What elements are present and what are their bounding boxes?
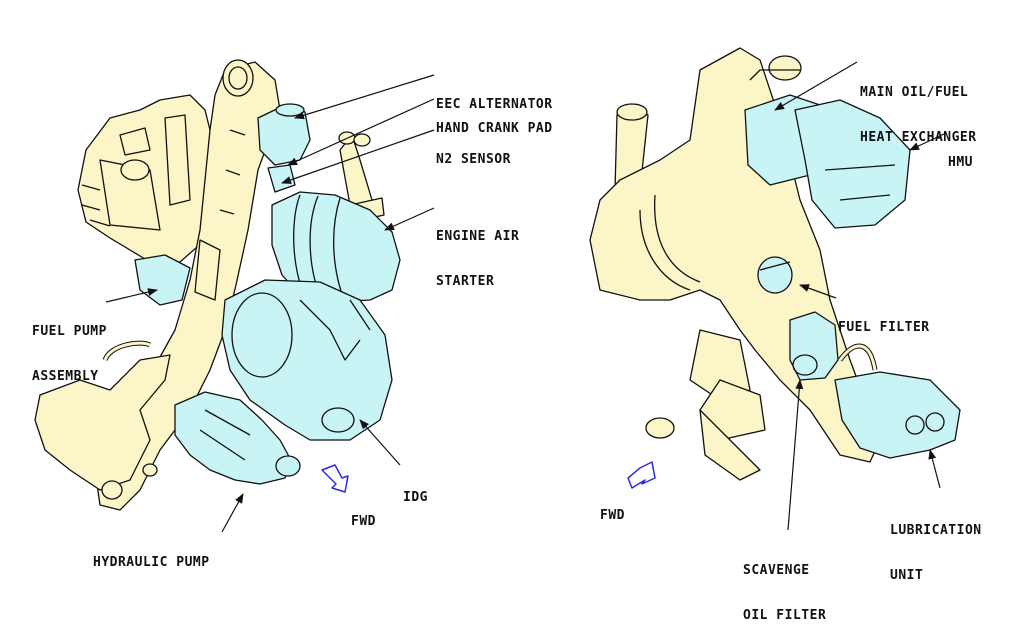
label-fuel-pump-assembly-line2: ASSEMBLY [32, 369, 99, 384]
label-eec-alternator: EEC ALTERNATOR [436, 67, 553, 127]
label-heat-exchanger-line2: HEAT EXCHANGER [860, 130, 977, 145]
label-n2-sensor: N2 SENSOR [436, 122, 511, 182]
idg-part [221, 279, 393, 441]
label-heat-exchanger-line1: MAIN OIL/FUEL [860, 85, 969, 100]
right-highlighted-components [744, 94, 961, 459]
label-idg-line1: IDG [403, 490, 428, 505]
label-hydraulic-pump-line1: HYDRAULIC PUMP [93, 555, 210, 570]
label-fuel-pump-assembly: FUEL PUMP ASSEMBLY [32, 294, 107, 399]
leader-engine-air-starter [384, 207, 435, 231]
fuel-pump-part [134, 254, 191, 306]
leader-idg [359, 419, 401, 466]
leader-lubrication-unit [928, 449, 941, 489]
engine-air-starter-part [271, 191, 401, 303]
right-gearbox-view [589, 47, 961, 489]
leader-scavenge-oil-filter [787, 379, 804, 531]
scavenge-oil-filter-part [789, 311, 839, 381]
label-hmu-line1: HMU [948, 155, 973, 170]
label-idg: IDG [403, 460, 428, 520]
right-fwd-arrow-icon [627, 461, 656, 489]
label-left-fwd-text: FWD [351, 514, 376, 529]
label-scavenge-oil-filter: SCAVENGE OIL FILTER [743, 533, 826, 638]
label-fuel-pump-assembly-line1: FUEL PUMP [32, 324, 107, 339]
label-hand-crank-pad-line1: HAND CRANK PAD [436, 121, 553, 136]
lubrication-unit-part [834, 371, 961, 459]
label-right-fwd-text: FWD [600, 508, 625, 523]
label-lubrication-unit-line2: UNIT [890, 568, 924, 583]
leader-fuel-filter [799, 284, 837, 299]
label-engine-air-starter-line2: STARTER [436, 274, 495, 289]
label-hmu: HMU [948, 125, 973, 185]
label-engine-air-starter-line1: ENGINE AIR [436, 229, 520, 244]
leader-fuel-pump-assembly [105, 288, 158, 303]
label-right-fwd: FWD [600, 478, 625, 538]
left-lower-fittings [34, 340, 171, 500]
hydraulic-pump-part [174, 391, 293, 485]
leader-hmu [909, 132, 947, 151]
label-eec-alternator-line1: EEC ALTERNATOR [436, 97, 553, 112]
left-fwd-arrow-icon [321, 464, 349, 493]
leader-hydraulic-pump [221, 493, 244, 533]
label-hydraulic-pump: HYDRAULIC PUMP [93, 525, 210, 585]
label-fuel-filter-line1: FUEL FILTER [838, 320, 930, 335]
leader-hand-crank-pad [287, 98, 435, 166]
diagram-svg [34, 47, 961, 533]
label-n2-sensor-line1: N2 SENSOR [436, 152, 511, 167]
fuel-filter-part [757, 256, 793, 294]
left-gearbox-view [34, 59, 401, 511]
label-left-fwd: FWD [351, 484, 376, 544]
left-accessory-cluster [77, 94, 221, 263]
leader-eec-alternator [294, 74, 435, 120]
leader-n2-sensor [281, 129, 435, 184]
label-engine-air-starter: ENGINE AIR STARTER [436, 199, 519, 304]
label-lubrication-unit: LUBRICATION UNIT [890, 493, 982, 598]
leader-heat-exchanger [774, 61, 858, 111]
label-main-oil-fuel-heat-exchanger: MAIN OIL/FUEL HEAT EXCHANGER [860, 55, 977, 160]
label-hand-crank-pad: HAND CRANK PAD [436, 91, 553, 151]
label-scavenge-oil-filter-line2: OIL FILTER [743, 608, 827, 623]
label-fuel-filter: FUEL FILTER [838, 290, 930, 350]
leader-lines [105, 61, 947, 533]
diagram-canvas: EEC ALTERNATOR HAND CRANK PAD N2 SENSOR … [32, 47, 981, 623]
label-scavenge-oil-filter-line1: SCAVENGE [743, 563, 810, 578]
label-lubrication-unit-line1: LUBRICATION [890, 523, 982, 538]
